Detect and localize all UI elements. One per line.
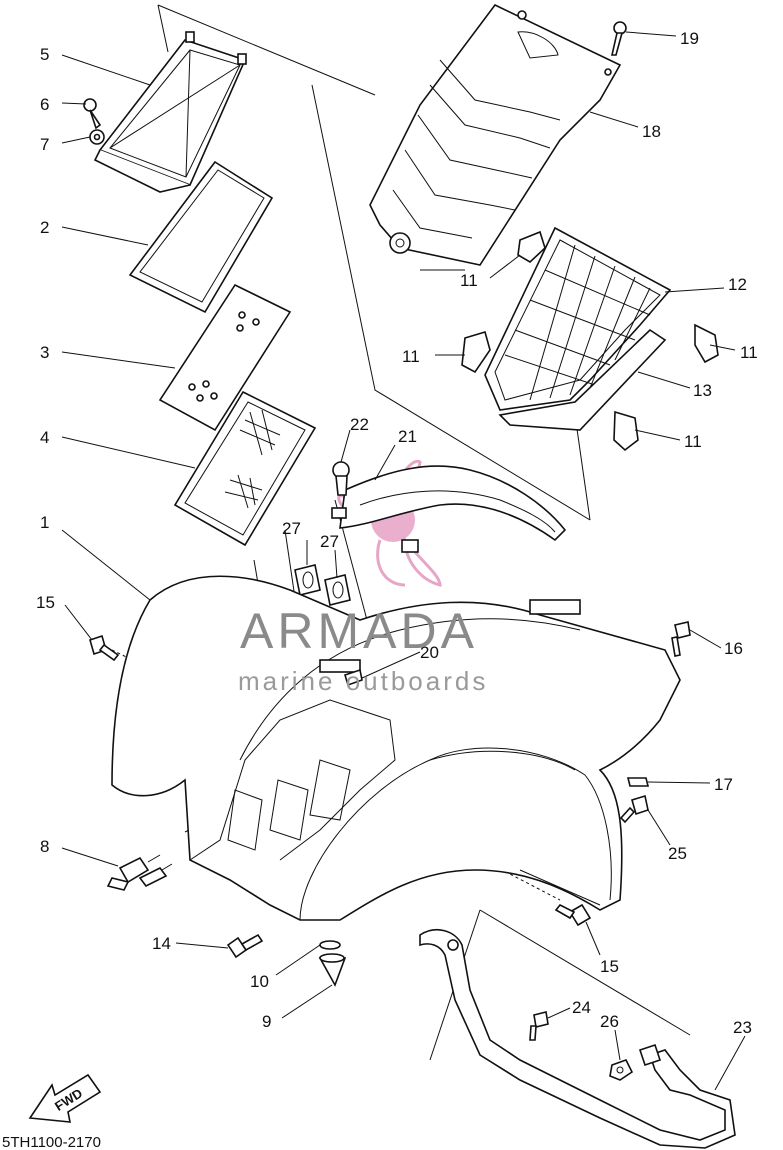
clip-11-bottom xyxy=(613,410,639,452)
callout-10: 10 xyxy=(250,972,269,991)
clip-11-top xyxy=(517,230,546,263)
bolt-15-left xyxy=(89,634,120,662)
grille-screen xyxy=(498,328,667,431)
bolt-14 xyxy=(226,933,264,959)
fwd-arrow-icon: FWD xyxy=(28,1073,102,1123)
bolt-24 xyxy=(529,1011,549,1041)
watermark: ARMADA marine outboards xyxy=(238,603,488,696)
screw-22 xyxy=(332,461,350,496)
filter-frame xyxy=(93,31,247,193)
callout-2: 2 xyxy=(40,218,49,237)
part-code: 5TH1100-2170 xyxy=(2,1134,101,1150)
callout-16: 16 xyxy=(724,639,743,658)
bracket-20 xyxy=(344,668,363,687)
callout-14: 14 xyxy=(152,934,171,953)
watermark-title: ARMADA xyxy=(240,603,478,659)
grommet-27-left xyxy=(294,564,321,596)
clip-11-left xyxy=(461,330,491,374)
front-fender xyxy=(111,575,681,921)
callout-7: 7 xyxy=(40,135,49,154)
screw-6 xyxy=(83,98,102,130)
callout-18: 18 xyxy=(642,122,661,141)
side-panel xyxy=(331,465,567,553)
nut-26 xyxy=(609,1059,634,1081)
filter-plate xyxy=(158,283,292,432)
callout-24: 24 xyxy=(572,998,591,1017)
guard-bar xyxy=(419,929,736,1149)
callout-19: 19 xyxy=(680,29,699,48)
front-cover xyxy=(369,3,622,266)
callout-17: 17 xyxy=(714,775,733,794)
callout-6: 6 xyxy=(40,95,49,114)
filter-gasket xyxy=(128,160,274,314)
watermark-subtitle: marine outboards xyxy=(238,666,488,696)
plug-9 xyxy=(318,953,347,987)
callout-26: 26 xyxy=(600,1012,619,1031)
callout-5: 5 xyxy=(40,45,49,64)
grommet-10 xyxy=(319,940,341,950)
nut-17 xyxy=(626,777,650,787)
callout-8: 8 xyxy=(40,837,49,856)
washer-7 xyxy=(89,129,105,145)
callout-20: 20 xyxy=(420,643,439,662)
callout-4: 4 xyxy=(40,428,49,447)
callout-11-top: 11 xyxy=(460,271,478,290)
callout-13: 13 xyxy=(693,381,712,400)
callout-1: 1 xyxy=(40,513,49,532)
screw-19 xyxy=(610,21,627,56)
callout-9: 9 xyxy=(262,1012,271,1031)
callout-21: 21 xyxy=(398,427,417,446)
callout-labels: 5 6 7 2 3 4 1 15 8 14 10 9 19 18 11 12 1… xyxy=(36,29,758,1037)
callout-15-left: 15 xyxy=(36,593,55,612)
callout-22: 22 xyxy=(350,415,369,434)
callout-11-bottom: 11 xyxy=(684,432,702,451)
bolt-15-right xyxy=(554,903,592,927)
callout-12: 12 xyxy=(728,275,747,294)
callout-23: 23 xyxy=(733,1018,752,1037)
callout-27-right: 27 xyxy=(320,532,339,551)
bolt-16 xyxy=(671,621,691,657)
leader-lines xyxy=(61,31,746,1091)
callout-25: 25 xyxy=(668,844,687,863)
mesh-frame xyxy=(173,390,317,547)
clip-11-right xyxy=(694,323,719,364)
bolt-25 xyxy=(619,794,649,824)
callout-27-left: 27 xyxy=(282,519,301,538)
front-grille xyxy=(484,226,672,411)
connector-8 xyxy=(106,854,173,891)
callout-15-right: 15 xyxy=(600,957,619,976)
callout-3: 3 xyxy=(40,343,49,362)
callout-11-left: 11 xyxy=(402,347,420,366)
grommet-27-right xyxy=(324,574,351,606)
callout-11-right: 11 xyxy=(740,343,758,362)
